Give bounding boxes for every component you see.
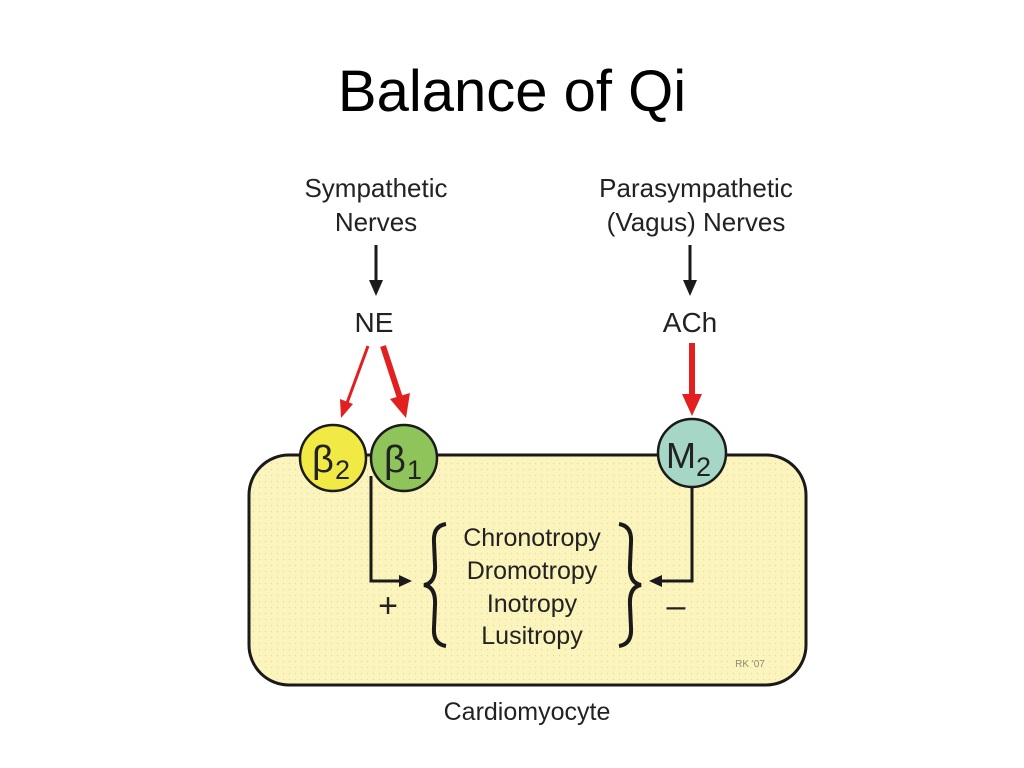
- sympathetic-label-line1: Sympathetic: [304, 173, 447, 203]
- ach-to-m2-arrow: [682, 343, 702, 416]
- m2-symbol: M: [666, 435, 696, 476]
- ne-to-beta1-arrow: [380, 345, 410, 418]
- beta1-subscript: 1: [407, 455, 422, 485]
- beta1-symbol: β: [384, 439, 406, 481]
- effect-chronotropy: Chronotropy: [463, 524, 601, 552]
- cardiomyocyte-label: Cardiomyocyte: [444, 698, 611, 726]
- sympathetic-label-line2: Nerves: [335, 207, 417, 237]
- right-brace: [618, 522, 642, 648]
- ne-label: NE: [355, 307, 394, 338]
- beta1-receptor: β 1: [369, 423, 439, 493]
- m2-receptor: M 2: [656, 417, 728, 489]
- beta2-receptor: β 2: [298, 423, 368, 493]
- cardiomyocyte-cell: [247, 453, 808, 687]
- effect-inotropy: Inotropy: [487, 590, 578, 618]
- beta1-pathway: [369, 476, 412, 587]
- ne-to-beta2-arrow: [340, 345, 370, 418]
- ach-label: ACh: [663, 307, 717, 338]
- slide-title: Balance of Qi: [337, 59, 687, 124]
- sympathetic-down-arrow: [369, 245, 383, 296]
- m2-pathway: [649, 484, 694, 587]
- plus-sign: +: [378, 587, 398, 625]
- artist-signature: RK '07: [735, 659, 765, 670]
- parasympathetic-label-line2: (Vagus) Nerves: [607, 207, 786, 237]
- m2-subscript: 2: [696, 452, 711, 482]
- left-brace: [423, 522, 447, 648]
- parasympathetic-label-line1: Parasympathetic: [599, 173, 793, 203]
- beta2-symbol: β: [312, 439, 334, 481]
- parasympathetic-down-arrow: [683, 245, 697, 296]
- effect-dromotropy: Dromotropy: [467, 557, 598, 585]
- effect-lusitropy: Lusitropy: [481, 622, 583, 650]
- minus-sign: –: [667, 587, 686, 625]
- beta2-subscript: 2: [335, 455, 350, 485]
